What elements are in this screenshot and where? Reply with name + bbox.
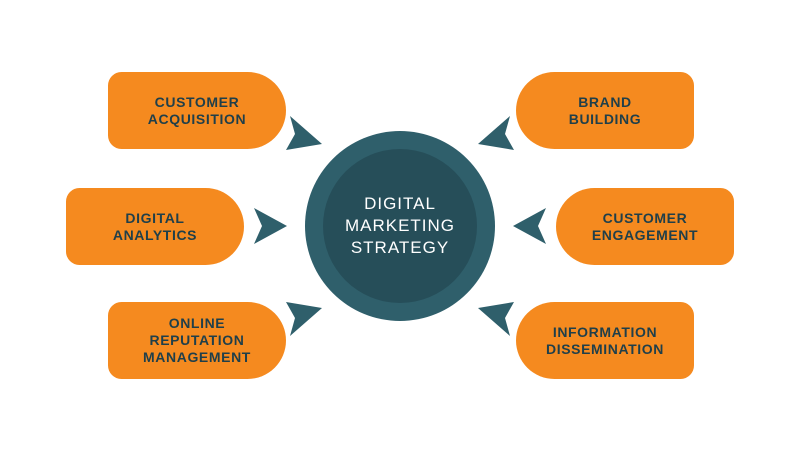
arrow-customer-acquisition [286,116,322,150]
arrow-information-dissemination [478,302,514,336]
box-digital-analytics: DIGITAL ANALYTICS [66,188,244,265]
arrow-online-reputation [286,302,322,336]
arrow-brand-building [478,116,514,150]
box-customer-acquisition: CUSTOMER ACQUISITION [108,72,286,149]
box-online-reputation-management: ONLINE REPUTATION MANAGEMENT [108,302,286,379]
arrow-customer-engagement [513,208,546,244]
box-information-dissemination: INFORMATION DISSEMINATION [516,302,694,379]
box-brand-building: BRAND BUILDING [516,72,694,149]
center-title: DIGITAL MARKETING STRATEGY [344,194,456,257]
arrow-digital-analytics [254,208,287,244]
center-circle-inner [323,149,477,303]
box-customer-engagement: CUSTOMER ENGAGEMENT [556,188,734,265]
